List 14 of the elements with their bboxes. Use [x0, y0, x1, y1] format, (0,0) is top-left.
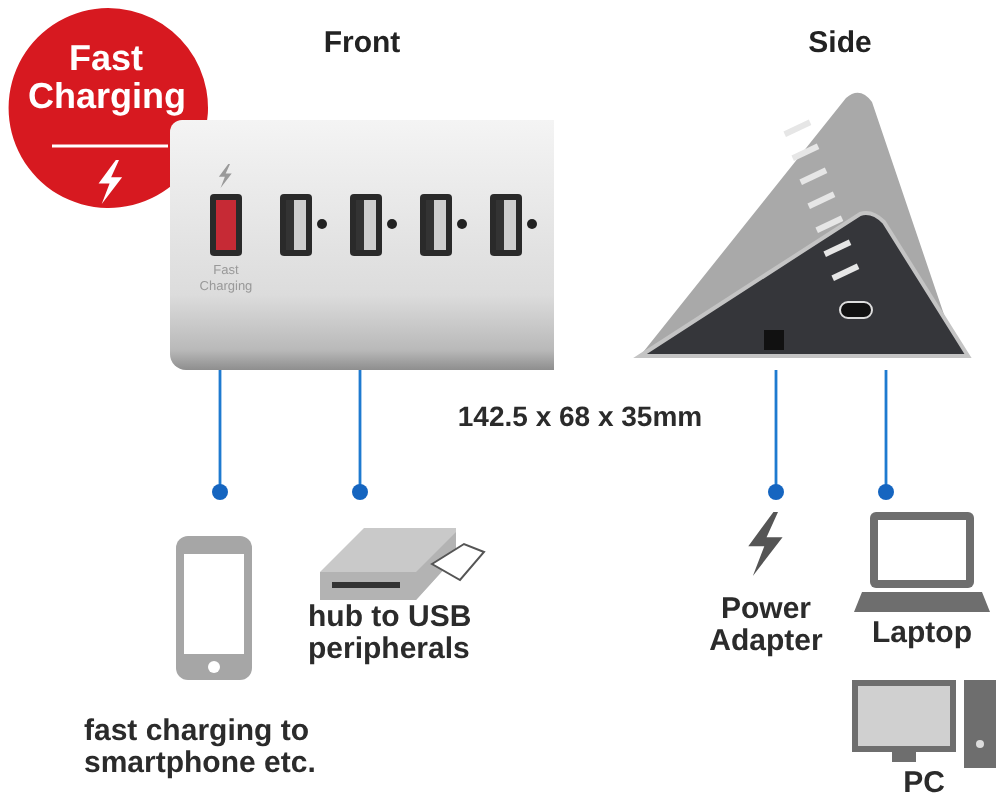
usb-hub-front-drawing [170, 120, 554, 370]
item-label: fast charging to smartphone etc. [84, 716, 318, 785]
leader-line [212, 370, 228, 500]
item-label: Power Adapter [707, 594, 825, 663]
view-heading: Front [321, 28, 403, 64]
item-label: Laptop [870, 618, 974, 654]
item-label: PC [901, 768, 947, 804]
leader-line [768, 370, 784, 500]
view-heading: Side [806, 28, 874, 64]
bubble-heading: Fast Charging [28, 40, 184, 121]
dimension-label: 142.5 x 68 x 35mm [455, 402, 705, 436]
leader-line [352, 370, 368, 500]
leader-line [878, 370, 894, 500]
item-label: hub to USB peripherals [308, 602, 474, 671]
